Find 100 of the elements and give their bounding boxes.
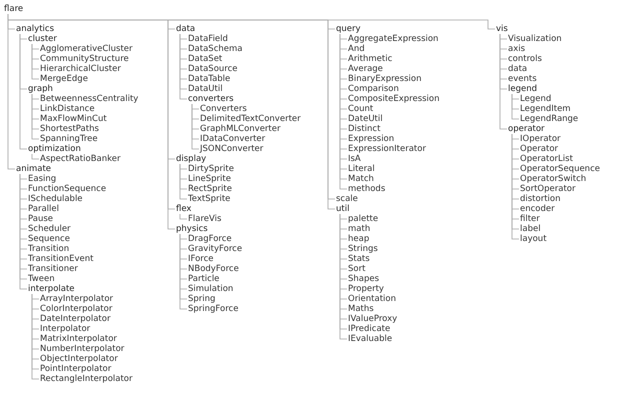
class-label: Expression [348,134,394,144]
class-label: Spring [188,294,216,304]
class-label: Strings [348,244,378,254]
class-label: BetweennessCentrality [40,94,138,104]
class-label: RectSprite [188,184,232,194]
class-label: MatrixInterpolator [40,334,117,344]
class-label: LinkDistance [40,104,95,114]
package-label: display [176,154,206,164]
class-label: encoder [520,204,555,214]
class-label: LineSprite [188,174,231,184]
package-label: util [336,204,350,214]
class-label: AggregateExpression [348,34,438,44]
class-label: LegendItem [520,104,571,114]
class-label: Particle [188,274,220,284]
class-label: NumberInterpolator [40,344,124,354]
class-label: Parallel [28,204,59,214]
class-label: heap [348,234,370,244]
class-label: Visualization [508,34,562,44]
class-label: IEvaluable [348,334,392,344]
class-label: DataSource [188,64,238,74]
class-label: GraphMLConverter [200,124,280,134]
class-label: AspectRatioBanker [40,154,120,164]
class-label: TransitionEvent [28,254,94,264]
class-label: Scheduler [28,224,71,234]
class-label: Arithmetic [348,54,392,64]
class-label: RectangleInterpolator [40,374,132,384]
class-label: data [508,64,528,74]
class-label: ISchedulable [28,194,83,204]
class-label: NBodyForce [188,264,239,274]
class-label: DataSchema [188,44,242,54]
class-label: DragForce [188,234,232,244]
class-label: Transitioner [28,264,78,274]
class-label: IDataConverter [200,134,266,144]
package-label: graph [28,84,53,94]
class-label: AgglomerativeCluster [40,44,133,54]
class-label: DelimitedTextConverter [200,114,301,124]
class-label: JSONConverter [200,144,264,154]
package-label: physics [176,224,208,234]
tree-connector [32,154,40,160]
class-label: OperatorSequence [520,164,600,174]
package-label: flex [176,204,192,214]
package-label: operator [508,124,545,134]
class-label: palette [348,214,378,224]
class-label: IOperator [520,134,561,144]
class-label: ArrayInterpolator [40,294,114,304]
class-label: methods [348,184,386,194]
tree-connector [500,34,508,130]
package-label: vis [496,24,508,34]
class-label: GravityForce [188,244,242,254]
class-label: events [508,74,537,84]
class-label: Interpolator [40,324,90,334]
class-label: controls [508,54,542,64]
class-label: filter [520,214,540,224]
package-label: converters [188,94,234,104]
class-label: Transition [28,244,70,254]
class-label: Comparison [348,84,399,94]
class-label: Converters [200,104,247,114]
package-label: cluster [28,34,57,44]
class-label: math [348,224,370,234]
class-label: Sequence [28,234,70,244]
class-label: FlareVis [188,214,222,224]
class-label: DataUtil [188,84,223,94]
class-label: Sort [348,264,366,274]
class-label: Easing [28,174,56,184]
class-label: And [348,44,365,54]
class-label: ColorInterpolator [40,304,112,314]
class-label: SpringForce [188,304,238,314]
class-label: CommunityStructure [40,54,129,64]
package-label: legend [508,84,537,94]
package-label: animate [16,164,52,174]
class-label: BinaryExpression [348,74,422,84]
class-label: Average [348,64,383,74]
class-label: OperatorList [520,154,573,164]
class-label: scale [336,194,358,204]
class-label: DataTable [188,74,230,84]
class-label: IValueProxy [348,314,398,324]
class-label: label [520,224,541,234]
class-label: MergeEdge [40,74,88,84]
class-label: CompositeExpression [348,94,440,104]
class-label: Distinct [348,124,380,134]
tree-connector [32,44,40,80]
package-label: flare [4,4,24,14]
class-label: ObjectInterpolator [40,354,118,364]
class-label: Stats [348,254,370,264]
class-label: ShortestPaths [40,124,99,134]
class-label: Tween [28,274,55,284]
class-label: IsA [348,154,361,164]
tree-connector [8,14,496,30]
class-label: Legend [520,94,552,104]
class-label: Orientation [348,294,396,304]
class-label: DateUtil [348,114,383,124]
class-label: Simulation [188,284,234,294]
tree-connector [180,164,188,200]
class-label: Maths [348,304,374,314]
class-label: HierarchicalCluster [40,64,121,74]
class-label: TextSprite [188,194,230,204]
class-label: distortion [520,194,560,204]
class-label: SortOperator [520,184,576,194]
class-label: DataField [188,34,228,44]
class-label: DateInterpolator [40,314,110,324]
